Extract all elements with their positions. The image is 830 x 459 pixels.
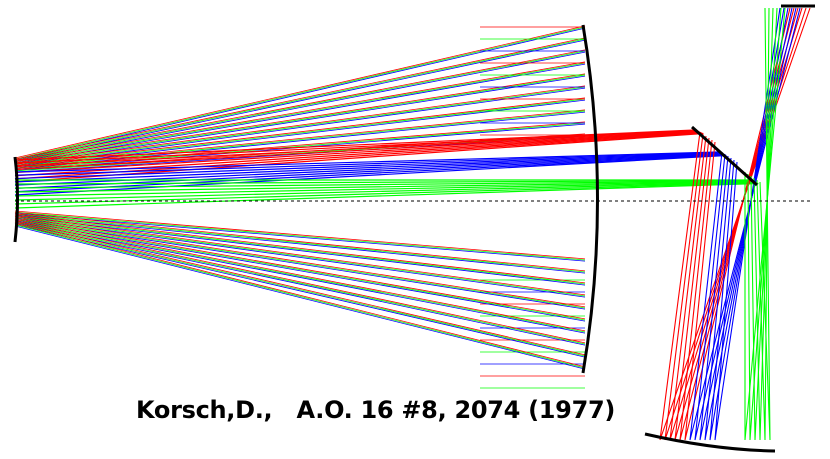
- ray-line: [14, 223, 586, 368]
- ray-line: [14, 62, 586, 164]
- ray-line: [14, 97, 586, 167]
- ray-line: [14, 109, 586, 168]
- ray-line: [14, 111, 586, 170]
- ray-line: [14, 179, 752, 185]
- ray-line: [14, 220, 586, 333]
- ray-line: [14, 153, 725, 190]
- ray-line: [14, 182, 758, 205]
- ray-line: [14, 219, 586, 332]
- ray-line: [14, 49, 586, 161]
- ray-line: [14, 213, 586, 273]
- ray-line: [14, 211, 586, 261]
- ray-line: [14, 61, 586, 163]
- ray-line: [14, 151, 720, 176]
- ray-line: [14, 212, 586, 272]
- ray-line: [14, 216, 586, 308]
- ray-line: [14, 214, 586, 296]
- ray-line: [14, 37, 586, 160]
- ray-line: [14, 75, 586, 166]
- ray-line: [14, 213, 586, 262]
- ray-line: [14, 86, 586, 167]
- ray-line: [14, 181, 757, 201]
- ray-line: [14, 63, 586, 165]
- ray-line: [689, 7, 801, 441]
- ray-line: [14, 222, 586, 346]
- ray-line: [699, 7, 793, 441]
- ray-line: [14, 221, 586, 345]
- ray-line: [14, 224, 586, 358]
- tertiary-mirror: [644, 432, 776, 453]
- ray-line: [14, 210, 586, 260]
- ray-line: [14, 130, 699, 171]
- ray-line: [704, 7, 789, 441]
- ray-line: [14, 39, 586, 163]
- citation-reference: Korsch,D., A.O. 16 #8, 2074 (1977): [136, 396, 616, 424]
- ray-line: [14, 129, 696, 161]
- ray-line: [747, 7, 782, 441]
- ray-line: [14, 121, 586, 169]
- ray-line: [756, 7, 770, 441]
- ray-line: [14, 217, 586, 309]
- ray-line: [14, 180, 753, 189]
- ray-line: [14, 154, 727, 196]
- ray-line: [14, 217, 586, 320]
- ray-line: [14, 25, 586, 159]
- ray-line: [753, 7, 774, 441]
- ray-line: [14, 225, 586, 370]
- ray-line: [14, 134, 586, 172]
- ray-line: [14, 130, 698, 167]
- ray-line: [14, 220, 586, 344]
- ray-line: [709, 7, 785, 441]
- ray-line: [14, 73, 586, 164]
- ray-line: [14, 154, 726, 193]
- ray-line: [14, 152, 722, 183]
- ray-line: [14, 221, 586, 334]
- ray-line: [14, 213, 586, 284]
- secondary-mirror: [13, 156, 19, 243]
- ray-line: [14, 214, 586, 274]
- central-ray-bundles: [14, 129, 759, 209]
- ray-line: [14, 38, 586, 161]
- ray-line: [14, 131, 700, 174]
- ray-line: [14, 87, 586, 168]
- tertiary-ray-bundles: [659, 7, 811, 441]
- ray-line: [14, 27, 586, 161]
- ray-line: [14, 26, 586, 160]
- ray-line: [14, 218, 586, 310]
- ray-line: [14, 216, 586, 297]
- ray-line: [694, 7, 797, 441]
- lower-ray-fan: [14, 210, 586, 389]
- ray-line: [750, 7, 778, 441]
- ray-line: [684, 7, 791, 441]
- ray-line: [744, 7, 786, 441]
- ray-line: [14, 224, 586, 369]
- ray-line: [714, 7, 781, 441]
- ray-line: [759, 7, 771, 441]
- ray-line: [14, 215, 586, 286]
- ray-line: [14, 182, 759, 209]
- ray-line: [14, 214, 586, 285]
- primary-mirror: [581, 24, 599, 374]
- ray-line: [14, 51, 586, 164]
- ray-line: [14, 220, 586, 322]
- ray-line: [14, 152, 721, 180]
- fold-mirror: [691, 125, 758, 187]
- ray-line: [14, 218, 586, 321]
- ray-line: [14, 99, 586, 169]
- ray-line: [14, 50, 586, 163]
- ray-line: [14, 129, 697, 164]
- ray-line: [14, 181, 755, 197]
- ray-line: [14, 180, 754, 193]
- ray-line: [14, 223, 586, 357]
- upper-ray-fan: [14, 25, 586, 173]
- ray-line: [14, 217, 586, 298]
- ray-line: [14, 221, 586, 356]
- ray-line: [14, 74, 586, 165]
- ray-line: [14, 151, 719, 173]
